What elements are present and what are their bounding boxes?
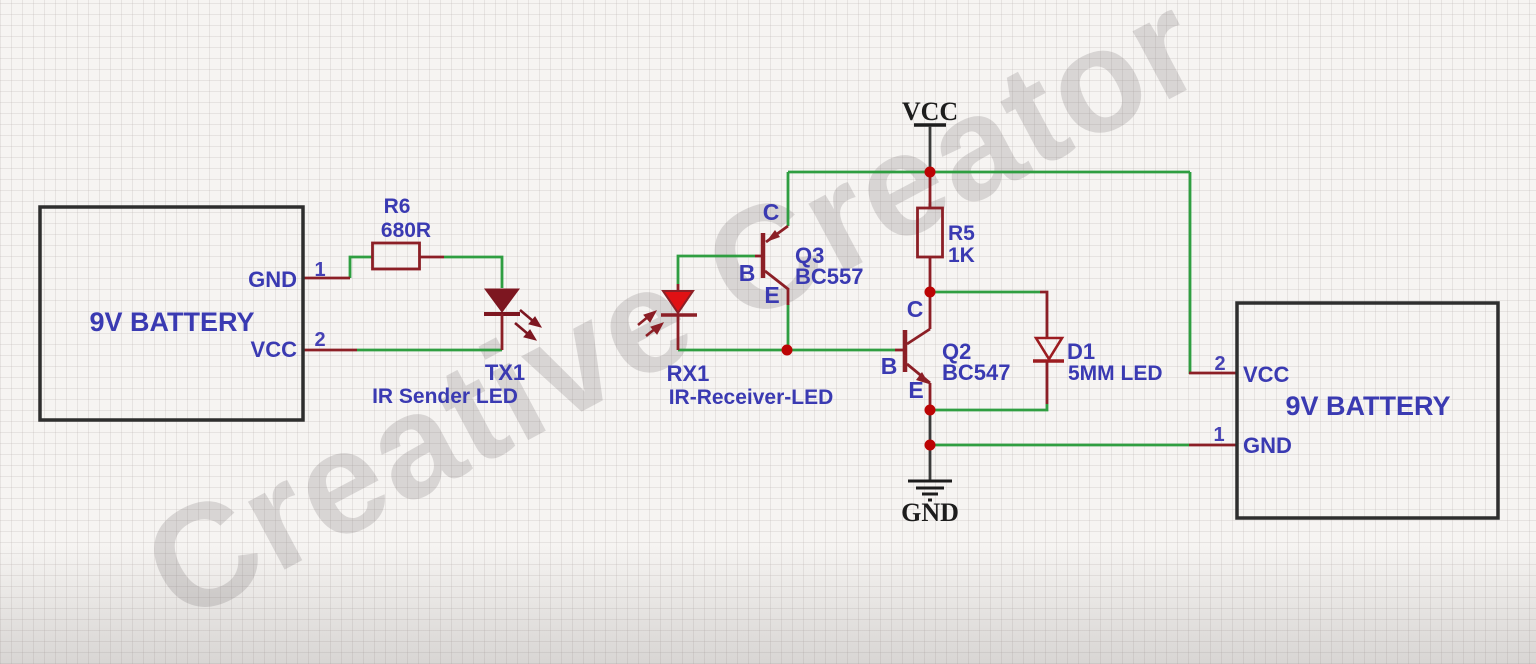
transistor-q3: C B E Q3 BC557: [739, 199, 864, 308]
stub-d1-top: [1040, 290, 1049, 338]
junction-dots: [781, 166, 936, 451]
resistor-r5-body: [916, 206, 944, 259]
battery-right-pin2-number: 2: [1214, 353, 1225, 375]
q3-emitter-lead: [764, 269, 789, 291]
tx1-diode-triangle: [484, 288, 520, 313]
battery-left-pin2-number: 2: [314, 329, 325, 351]
battery-left: 9V BATTERY GND VCC 1 2: [38, 205, 326, 422]
led-tx1: TX1 IR Sender LED: [372, 288, 543, 408]
q3-pin-e: E: [764, 282, 779, 308]
resistor-r6: R6 680R: [371, 195, 431, 271]
rx1-diode-triangle: [661, 290, 695, 315]
junction-dot: [924, 286, 936, 298]
gnd-symbol: GND: [901, 410, 959, 527]
battery-left-box: [38, 205, 305, 422]
junction-dot: [781, 344, 793, 356]
q3-ref: Q3: [795, 243, 824, 268]
battery-right-box: [1235, 301, 1500, 520]
d1-ref: D1: [1067, 339, 1095, 364]
gnd-label: GND: [901, 498, 959, 527]
wire-r6-to-tx1: [444, 255, 504, 288]
battery-right-pin1-number: 1: [1213, 424, 1224, 446]
tx1-name: IR Sender LED: [372, 385, 518, 408]
q3-part: BC557: [795, 264, 863, 289]
r6-value: 680R: [381, 219, 431, 242]
q2-arrow: [916, 372, 929, 384]
battery-left-pin2-label: VCC: [251, 337, 298, 362]
q2-ref: Q2: [942, 339, 971, 364]
rx1-reception-arrows-icon: [637, 310, 665, 338]
battery-right-pin1-label: GND: [1243, 433, 1292, 458]
battery-left-name: 9V BATTERY: [89, 307, 254, 337]
led-rx1: RX1 IR-Receiver-LED: [637, 284, 834, 409]
led-d1: D1 5MM LED: [1033, 336, 1163, 385]
r5-value: 1K: [948, 244, 975, 267]
q2-pin-b: B: [881, 353, 898, 379]
q3-arrow: [766, 230, 780, 242]
r6-ref: R6: [384, 195, 411, 218]
transistor-q2: C B E Q2 BC547: [881, 292, 1010, 410]
battery-left-pin1-number: 1: [314, 259, 325, 281]
rx1-ref: RX1: [667, 361, 710, 386]
d1-diode-triangle: [1033, 336, 1065, 362]
wire-d1-bottom-to-q2-emitter: [930, 404, 1049, 412]
rx1-name: IR-Receiver-LED: [669, 386, 834, 409]
pin-stubs: [303, 172, 1238, 447]
resistor-r5: R5 1K: [916, 206, 975, 267]
junction-dot: [924, 439, 936, 451]
tx1-emission-arrows-icon: [514, 309, 543, 341]
gnd-earth-icon: [908, 479, 952, 502]
battery-right-name: 9V BATTERY: [1285, 391, 1450, 421]
junction-dot: [924, 404, 936, 416]
battery-right: 9V BATTERY VCC GND 2 1: [1213, 301, 1500, 520]
q2-pin-c: C: [907, 296, 924, 322]
junction-dot: [924, 166, 936, 178]
vcc-label: VCC: [902, 97, 958, 126]
battery-left-pin1-label: GND: [248, 267, 297, 292]
vcc-symbol: VCC: [902, 97, 958, 170]
r5-ref: R5: [948, 222, 975, 245]
resistor-r6-body: [371, 241, 421, 271]
wire-bat1-to-r6: [348, 255, 372, 278]
q2-collector-lead: [906, 327, 931, 346]
q2-pin-e: E: [908, 377, 923, 403]
battery-right-pin2-label: VCC: [1243, 362, 1290, 387]
q3-pin-c: C: [763, 199, 780, 225]
d1-name: 5MM LED: [1068, 362, 1163, 385]
q2-part: BC547: [942, 360, 1010, 385]
wire-q3-base-to-rx1: [676, 254, 755, 284]
tx1-ref: TX1: [485, 360, 525, 385]
q3-pin-b: B: [739, 260, 756, 286]
